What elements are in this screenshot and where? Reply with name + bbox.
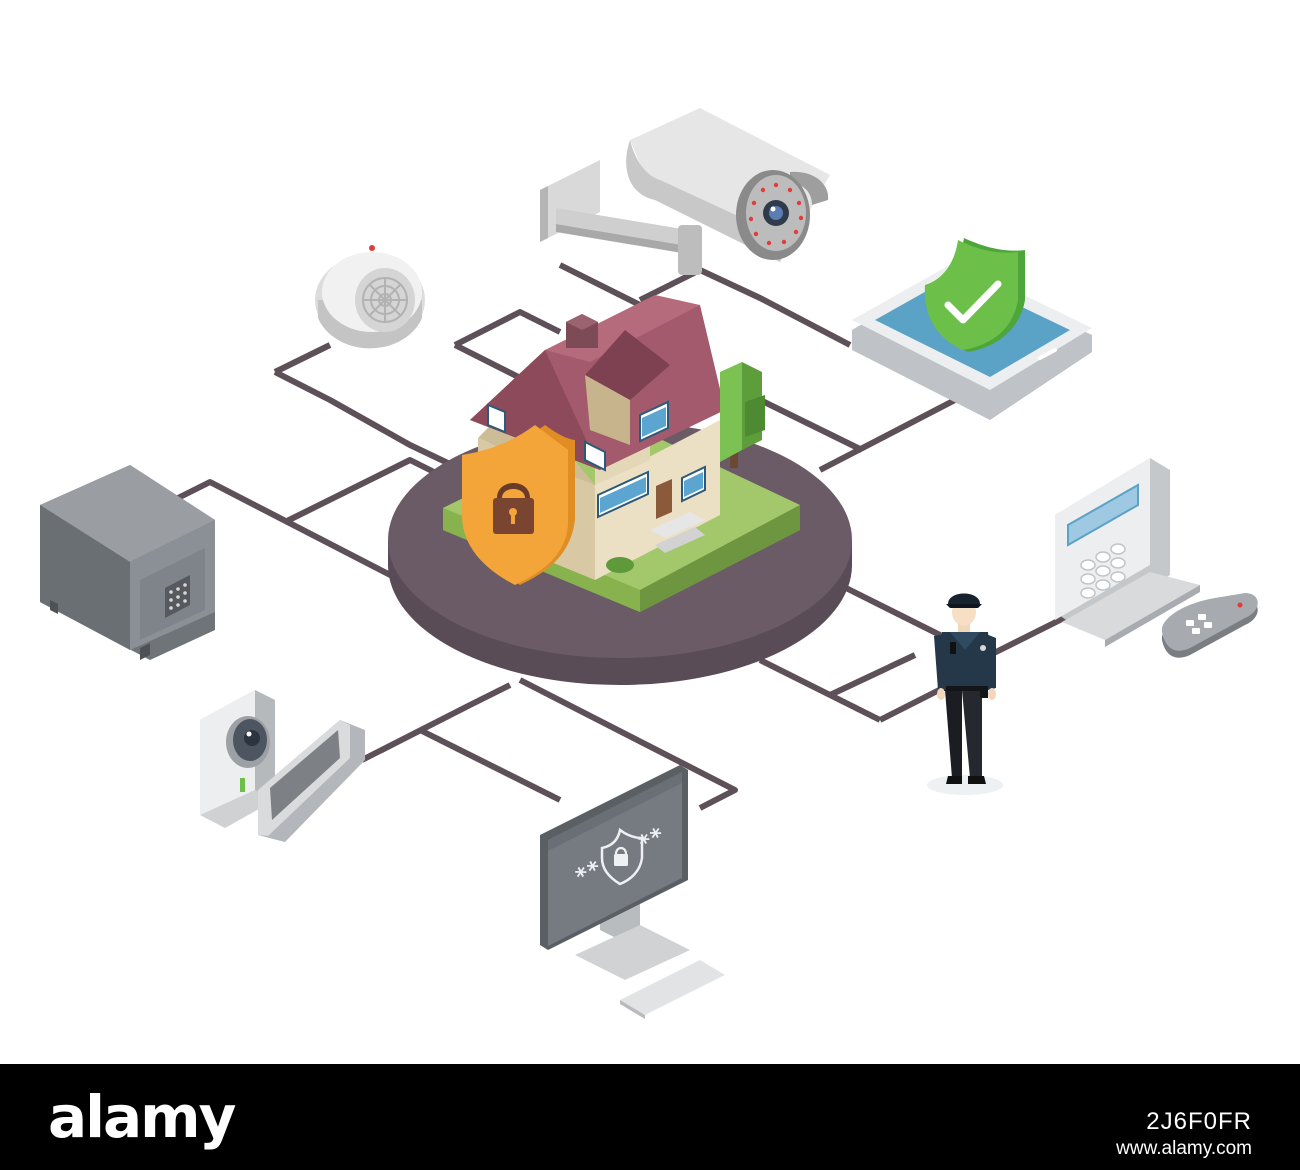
key-fob-icon [1161, 593, 1258, 658]
security-guard-icon [927, 593, 1003, 795]
watermark-bar [0, 1064, 1300, 1170]
computer-monitor-icon [540, 765, 725, 1019]
tree-icon [720, 362, 765, 468]
cctv-camera-icon [540, 108, 830, 275]
video-intercom-icon [200, 690, 365, 842]
smoke-detector-icon [315, 245, 425, 349]
site-url-label: www.alamy.com [1116, 1138, 1252, 1159]
brand-logo: alamy [48, 1083, 236, 1151]
image-id-label: 2J6F0FR [1146, 1108, 1252, 1135]
house-icon [470, 295, 725, 580]
lock-shield-icon [462, 425, 575, 585]
alarm-keypad-icon [1055, 458, 1200, 647]
check-shield-icon [924, 238, 1025, 352]
safe-icon [40, 465, 215, 660]
